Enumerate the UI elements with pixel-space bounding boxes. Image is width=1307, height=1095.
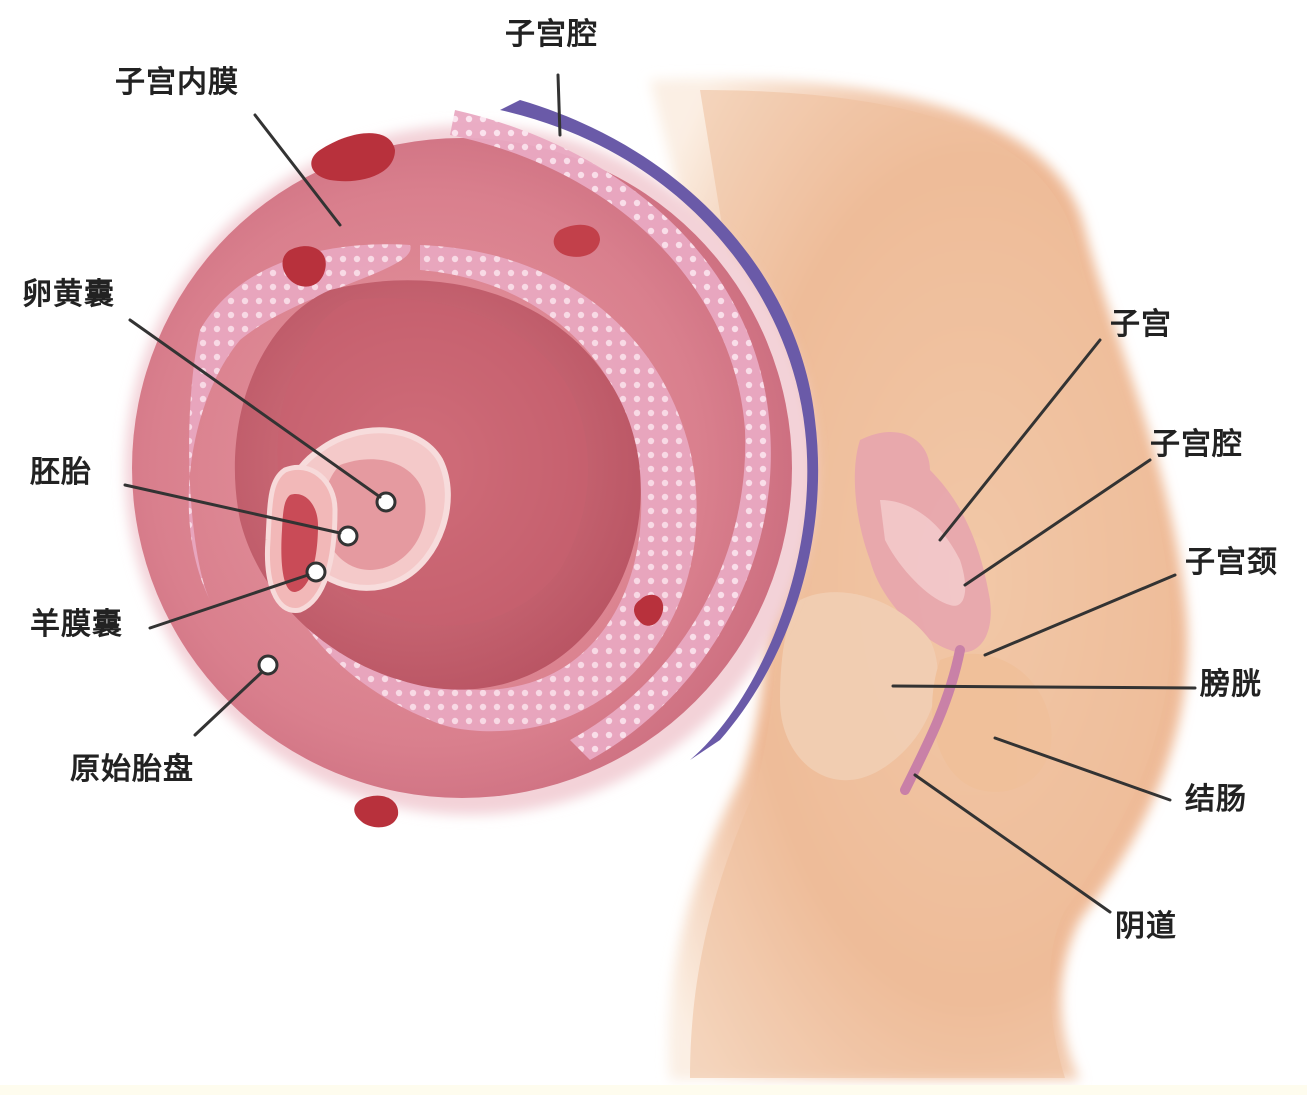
- label-embryo: 胚胎: [30, 458, 92, 488]
- label-yolk-sac: 卵黄囊: [22, 280, 115, 310]
- leader-uterine-cavity-top: [558, 75, 560, 135]
- label-colon: 结肠: [1185, 785, 1247, 815]
- label-uterine-cavity-right: 子宫腔: [1150, 430, 1243, 460]
- embryo-marker: [339, 527, 357, 545]
- label-bladder: 膀胱: [1200, 670, 1262, 700]
- bottom-strip: [0, 1085, 1307, 1095]
- amniotic-sac-marker: [307, 563, 325, 581]
- leader-bladder: [893, 686, 1195, 688]
- label-uterine-cavity-top: 子宫腔: [505, 20, 598, 50]
- label-uterus: 子宫: [1110, 310, 1172, 340]
- label-vagina: 阴道: [1115, 912, 1177, 942]
- label-primitive-placenta: 原始胎盘: [70, 755, 194, 785]
- label-amniotic-sac: 羊膜囊: [30, 610, 123, 640]
- label-cervix: 子宫颈: [1185, 548, 1278, 578]
- label-endometrium: 子宫内膜: [115, 68, 239, 98]
